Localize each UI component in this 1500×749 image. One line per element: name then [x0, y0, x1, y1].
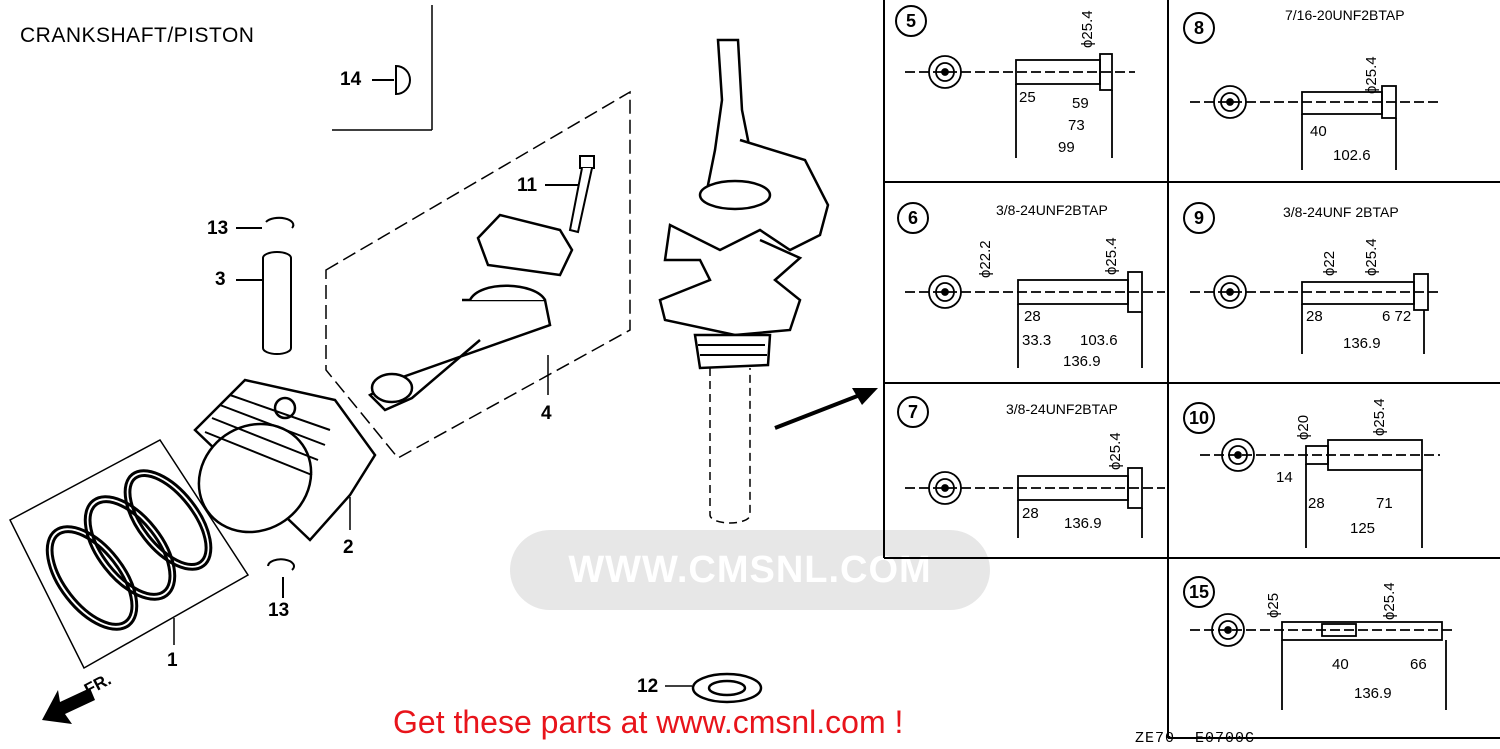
variant-7-id: 7 [897, 396, 929, 428]
promo-banner-link[interactable]: Get these parts at www.cmsnl.com ! [393, 704, 904, 740]
v5-dim-25: 25 [1019, 89, 1036, 106]
v10-dim-71: 71 [1376, 495, 1393, 512]
page-title: CRANKSHAFT/PISTON [20, 24, 255, 47]
v6-dim-136-9: 136.9 [1063, 353, 1101, 370]
v6-thread: 3/8-24UNF2BTAP [996, 202, 1108, 218]
v6-dim-33-3: 33.3 [1022, 332, 1052, 349]
v7-dim-25-4: ϕ25.4 [1107, 432, 1124, 470]
v5-dim-73: 73 [1068, 117, 1085, 134]
callout-14: 14 [340, 69, 362, 90]
callout-11: 11 [517, 175, 538, 196]
v10-dim-125: 125 [1350, 520, 1376, 537]
variant-15-id: 15 [1183, 576, 1215, 608]
v5-dim-59: 59 [1072, 95, 1089, 112]
variant-10-id: 10 [1183, 402, 1215, 434]
crankshaft [658, 38, 830, 524]
v7-dim-28: 28 [1022, 505, 1039, 522]
v5-dim-dia: ϕ25.4 [1079, 10, 1096, 48]
callout-13-bottom: 13 [268, 600, 290, 621]
watermark-text: WWW.CMSNL.COM [568, 549, 932, 591]
variant-9-id: 9 [1183, 202, 1215, 234]
v9-dim-25-4: ϕ25.4 [1363, 238, 1380, 276]
watermark-pill: WWW.CMSNL.COM [510, 530, 990, 610]
key-part [372, 64, 411, 96]
variant-shafts [905, 53, 1455, 710]
piston-rings [45, 469, 213, 645]
v9-dim-672: 6 72 [1382, 308, 1412, 325]
connecting-rod [367, 213, 574, 412]
callout-2: 2 [343, 537, 354, 558]
v15-dim-40: 40 [1332, 656, 1349, 673]
conrod-bolt [545, 155, 595, 234]
v10-dim-20: ϕ20 [1295, 414, 1312, 440]
callout-13-top: 13 [207, 218, 229, 239]
callout-3: 3 [215, 269, 226, 290]
v8-thread: 7/16-20UNF2BTAP [1285, 7, 1405, 23]
v9-thread: 3/8-24UNF 2BTAP [1283, 204, 1399, 220]
v7-dim-136-9: 136.9 [1064, 515, 1102, 532]
v15-dim-66: 66 [1410, 656, 1427, 673]
v10-dim-28: 28 [1308, 495, 1325, 512]
v8-dim-40: 40 [1310, 123, 1327, 140]
v9-dim-22: ϕ22 [1321, 250, 1338, 276]
v15-dim-136-9: 136.9 [1354, 685, 1392, 702]
variant-5-id: 5 [895, 5, 927, 37]
callout-1: 1 [167, 650, 178, 671]
v15-dim-25: ϕ25 [1265, 592, 1282, 618]
v6-dim-28: 28 [1024, 308, 1041, 325]
thrust-washer [665, 672, 763, 704]
v8-dim-dia: ϕ25.4 [1363, 56, 1380, 94]
v6-dim-25-4: ϕ25.4 [1103, 237, 1120, 275]
piston [193, 378, 377, 542]
circlip-top [265, 216, 295, 229]
callout-12: 12 [637, 676, 659, 697]
conrod-group-box [325, 90, 631, 459]
v6-dim-22-2: ϕ22.2 [977, 240, 994, 278]
v15-dim-25-4: ϕ25.4 [1381, 582, 1398, 620]
callout-4: 4 [541, 403, 552, 424]
diagram-code: ZE70 -E0700C [1135, 730, 1256, 747]
front-arrow-icon [42, 688, 95, 724]
v6-dim-103-6: 103.6 [1080, 332, 1118, 349]
piston-pin [236, 251, 292, 355]
v9-dim-136-9: 136.9 [1343, 335, 1381, 352]
circlip-bottom [267, 558, 295, 571]
variant-pointer-arrow [774, 388, 878, 430]
v10-dim-25-4: ϕ25.4 [1371, 398, 1388, 436]
v7-thread: 3/8-24UNF2BTAP [1006, 401, 1118, 417]
v9-dim-28: 28 [1306, 308, 1323, 325]
v5-dim-99: 99 [1058, 139, 1075, 156]
variant-6-id: 6 [897, 202, 929, 234]
variant-8-id: 8 [1183, 12, 1215, 44]
v8-dim-102-6: 102.6 [1333, 147, 1371, 164]
v10-dim-14: 14 [1276, 469, 1293, 486]
